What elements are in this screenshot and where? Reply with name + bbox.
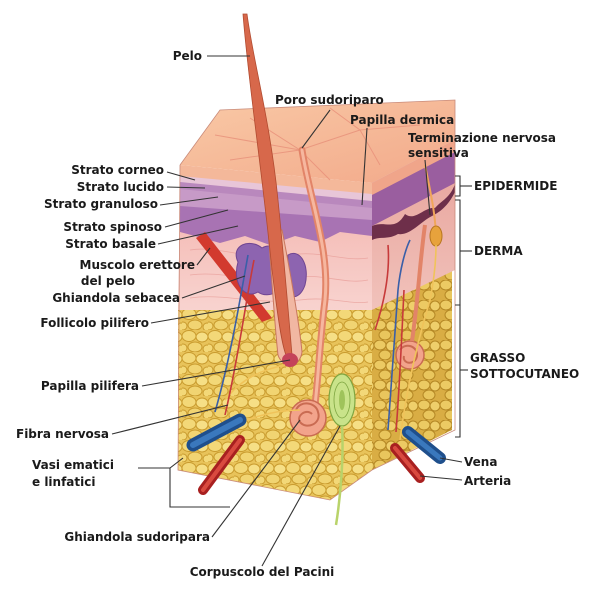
label-grasso-1: GRASSO <box>470 351 525 365</box>
label-epidermide: EPIDERMIDE <box>474 179 557 193</box>
blood-vessels-front <box>186 413 247 495</box>
label-arteria: Arteria <box>464 474 511 488</box>
label-papilla-pilifera: Papilla pilifera <box>41 379 139 393</box>
epidermis-side-top <box>372 140 455 195</box>
labels: Pelo Poro sudoriparo Papilla dermica Ter… <box>16 49 579 579</box>
label-strato-basale: Strato basale <box>65 237 156 251</box>
label-derma: DERMA <box>474 244 523 258</box>
sweat-gland <box>289 399 327 437</box>
layer-brackets <box>455 175 472 438</box>
label-poro-sudoriparo: Poro sudoriparo <box>275 93 384 107</box>
label-strato-lucido: Strato lucido <box>77 180 164 194</box>
label-grasso-2: SOTTOCUTANEO <box>470 367 579 381</box>
label-corpuscolo-pacini: Corpuscolo del Pacini <box>190 565 335 579</box>
label-terminazione-2: sensitiva <box>408 146 469 160</box>
dermal-papillae-dark <box>372 184 455 240</box>
label-muscolo-2: del pelo <box>81 274 135 288</box>
label-vena: Vena <box>464 455 497 469</box>
label-pelo: Pelo <box>173 49 202 63</box>
label-vasi-1: Vasi ematici <box>32 458 114 472</box>
label-follicolo-pilifero: Follicolo pilifero <box>40 316 149 330</box>
structures <box>186 13 446 526</box>
label-muscolo-1: Muscolo erettore <box>80 258 196 272</box>
label-strato-spinoso: Strato spinoso <box>63 220 162 234</box>
leader-lines <box>111 55 463 567</box>
label-ghiandola-sebacea: Ghiandola sebacea <box>52 291 180 305</box>
label-ghiandola-sudoripara: Ghiandola sudoripara <box>64 530 210 544</box>
label-papilla-dermica: Papilla dermica <box>350 113 454 127</box>
blood-vessels-side <box>390 426 446 483</box>
label-terminazione-1: Terminazione nervosa <box>408 131 556 145</box>
label-strato-corneo: Strato corneo <box>71 163 164 177</box>
skin-surface <box>180 100 455 183</box>
pacinian-corpuscle <box>328 373 356 526</box>
arrector-pili-muscle <box>196 232 272 322</box>
label-strato-granuloso: Strato granuloso <box>44 197 158 211</box>
dermal-vessels <box>214 239 411 433</box>
label-fibra-nervosa: Fibra nervosa <box>16 427 109 441</box>
label-vasi-2: e linfatici <box>32 475 95 489</box>
